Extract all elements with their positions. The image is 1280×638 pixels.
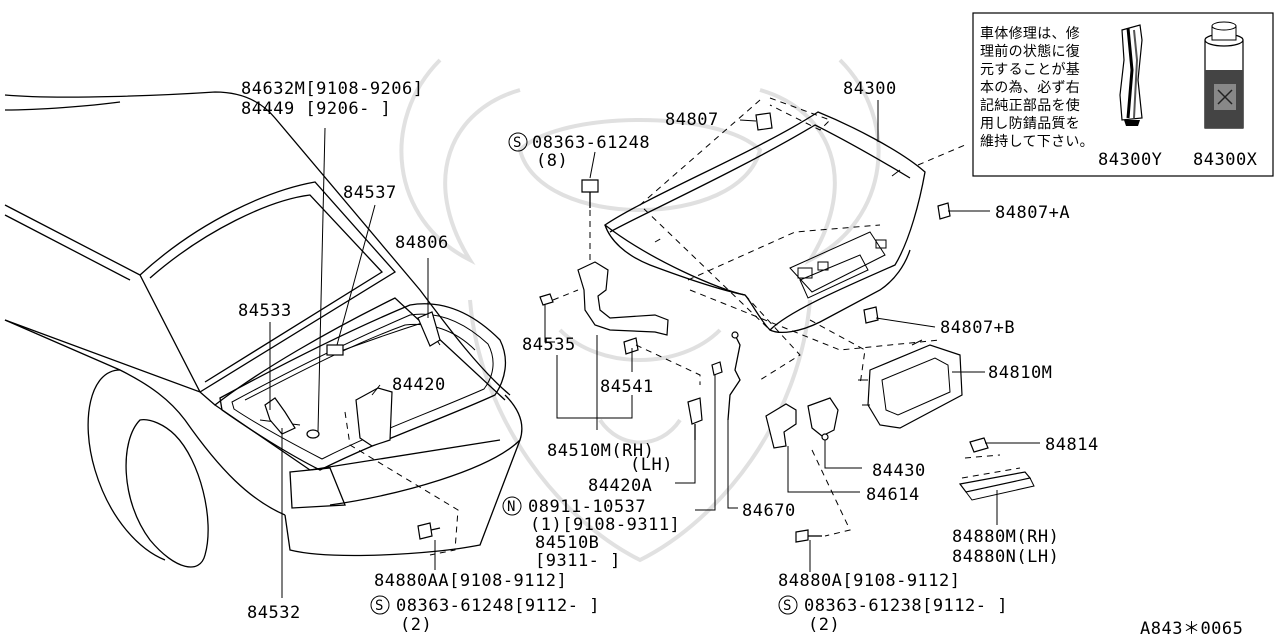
label-84510B-date: [9311- ] [535,551,621,571]
label-84632M: 84632M[9108-9206] [241,79,424,99]
leader-lines [269,100,1040,598]
label-08363-61248: 08363-61248 [532,133,650,153]
symbol-s-top: S [513,135,521,151]
label-84880A: 84880A[9108-9112] [778,571,961,591]
label-84807A: 84807+A [995,203,1070,223]
label-84300: 84300 [843,79,897,99]
center-parts [417,179,851,543]
label-84510M-rh: 84510M(RH) [547,441,654,461]
label-84532: 84532 [247,603,301,623]
trunk-lid-illustration [603,97,966,386]
label-84880N: 84880N(LH) [952,547,1059,567]
label-08363-61238: 08363-61238[9112- ] [804,596,1008,616]
label-84880AA: 84880AA[9108-9112] [374,571,567,591]
label-84510B: 84510B [535,533,599,553]
notice-line-5: 記純正部品を使 [980,97,1080,114]
label-84533: 84533 [238,301,292,321]
symbol-s-left: S [375,598,383,614]
notice-line-7: 維持して下さい。 [980,134,1094,150]
label-84430: 84430 [872,461,926,481]
label-84510M-lh: (LH) [630,455,673,475]
label-84670: 84670 [742,501,796,521]
part-84537-clip [326,344,344,356]
label-84300Y: 84300Y [1098,150,1162,170]
notice-box: 車体修理は、修 理前の状態に復 元することが基 本の為、必ず右 記純正部品を使 … [972,12,1274,177]
label-84537: 84537 [343,183,397,203]
label-08363-61248-qty: (8) [536,151,568,171]
label-84614: 84614 [866,485,920,505]
label-84535: 84535 [522,335,576,355]
right-parts [755,112,1035,501]
label-84814: 84814 [1045,435,1099,455]
car-body-illustration [4,91,523,568]
symbol-n: N [507,499,515,515]
notice-line-1: 車体修理は、修 [980,25,1080,42]
symbol-s-right: S [783,598,791,614]
notice-line-4: 本の為、必ず右 [980,80,1080,96]
label-84541: 84541 [600,377,654,397]
label-08911-10537-qty: (1)[9108-9311] [530,515,680,535]
notice-line-6: 用し防錆品質を [980,115,1080,132]
label-08363-61238-qty: (2) [808,615,840,635]
spray-can-icon [1204,21,1244,129]
label-84420A: 84420A [588,476,652,496]
footer-code: A843＊0065 [1140,619,1243,638]
label-84880M: 84880M(RH) [952,527,1059,547]
part-84806-hinge [417,311,441,347]
callout-labels: 84632M[9108-9206] 84449 [9206- ] 84537 8… [238,79,1243,638]
label-08363-61248-b: 08363-61248[9112- ] [396,596,600,616]
label-08363-61248-b-qty: (2) [400,615,432,635]
label-08911-10537: 08911-10537 [528,497,646,517]
label-84806: 84806 [395,233,449,253]
label-84807B: 84807+B [940,318,1015,338]
notice-line-3: 元することが基 [980,61,1080,78]
label-84300X: 84300X [1193,150,1258,170]
part-84533-stopper [264,397,296,435]
notice-line-2: 理前の状態に復 [980,43,1080,60]
label-84449: 84449 [9206- ] [241,99,391,119]
part-84420-lock [355,387,393,447]
label-84807: 84807 [665,110,719,130]
label-84420: 84420 [392,375,446,395]
label-84810M: 84810M [988,363,1052,383]
part-84632M-grommet [306,429,320,439]
touch-up-tube-icon [1119,24,1143,126]
